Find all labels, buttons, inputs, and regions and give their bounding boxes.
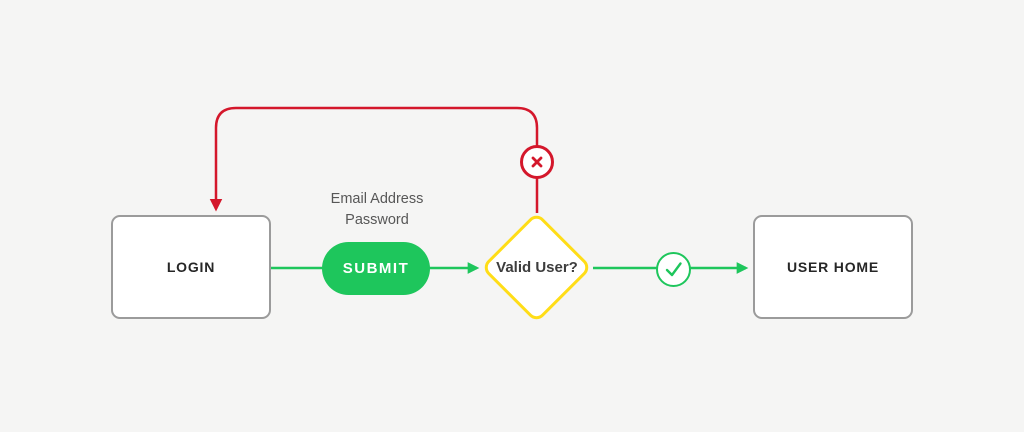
login-label: LOGIN	[166, 259, 216, 275]
x-icon	[531, 156, 543, 168]
form-hint-password: Password	[345, 212, 409, 228]
decision-label: Valid User?	[496, 259, 578, 276]
check-icon	[665, 262, 682, 277]
failure-badge	[520, 145, 554, 179]
form-fields-hint: Email Address Password	[297, 189, 457, 231]
submit-label: SUBMIT	[342, 260, 410, 277]
decision-to-login-loop-connector	[209, 106, 539, 213]
submit-node: SUBMIT	[322, 242, 430, 295]
user-home-label: USER HOME	[787, 259, 879, 275]
login-node: LOGIN	[111, 215, 271, 319]
user-home-node: USER HOME	[753, 215, 913, 319]
form-hint-email: Email Address	[330, 191, 424, 207]
success-badge	[656, 252, 691, 287]
